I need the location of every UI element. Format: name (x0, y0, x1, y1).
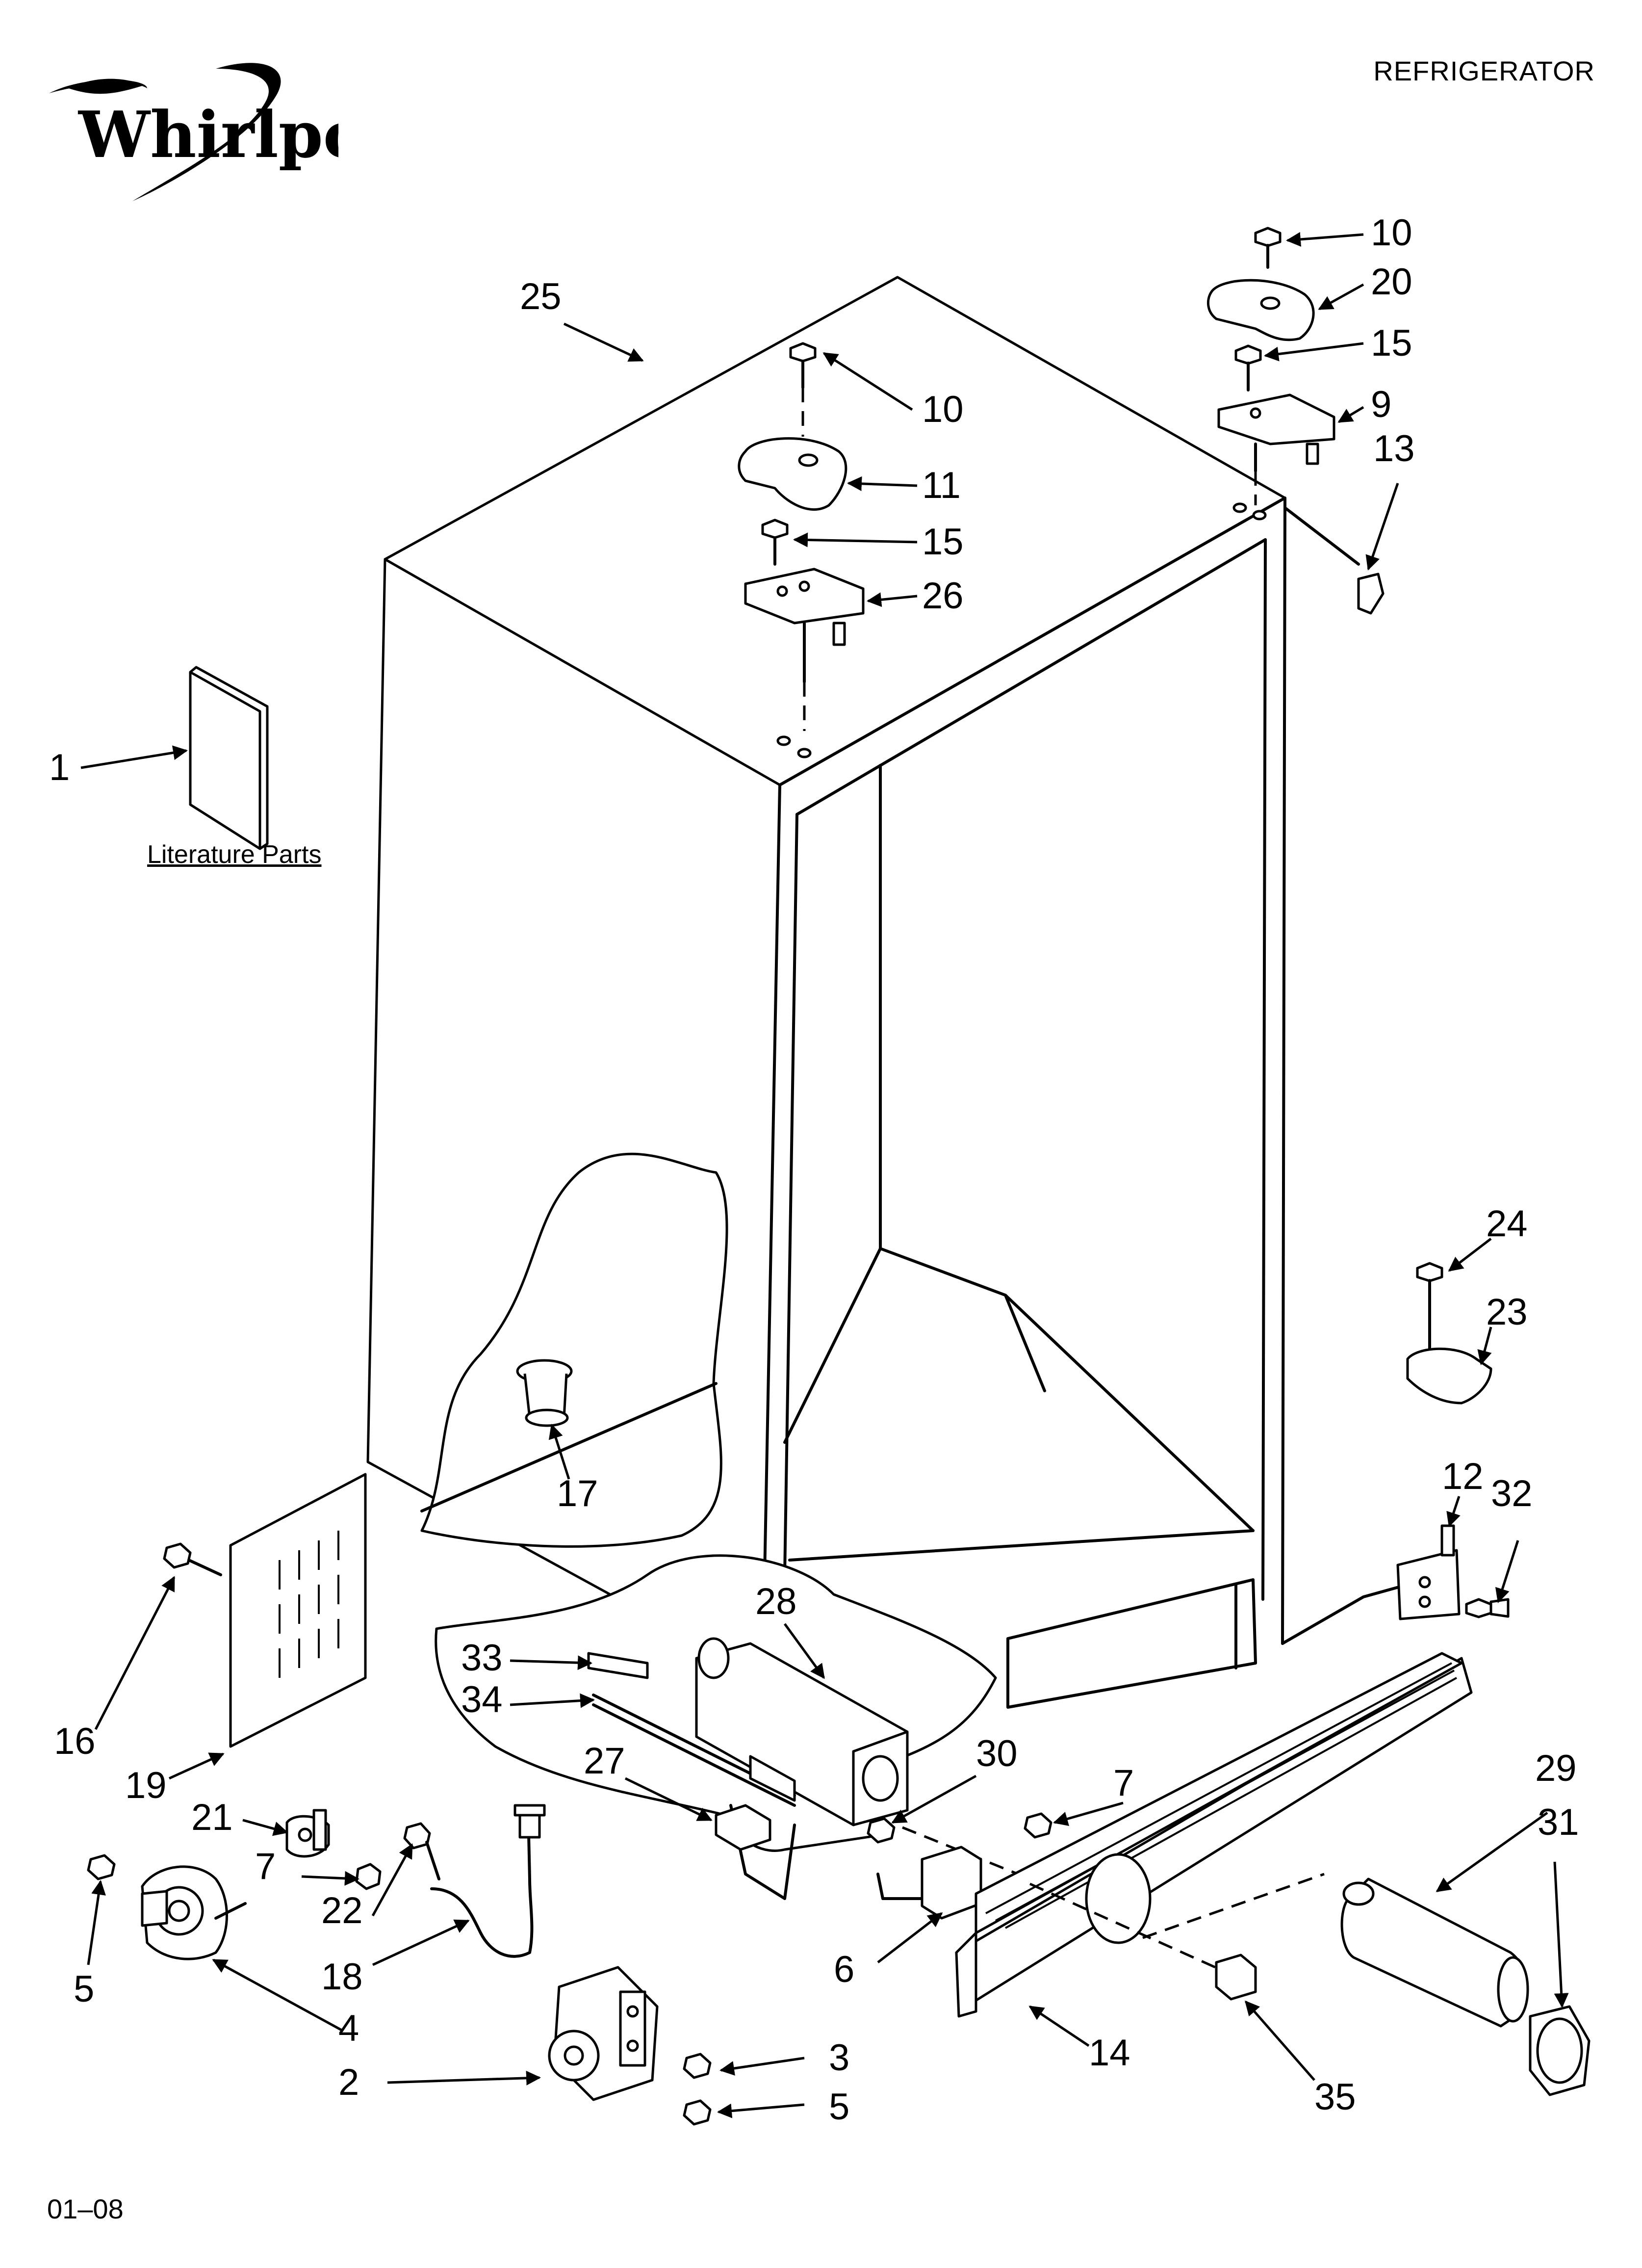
callout-c19: 19 (125, 1765, 167, 1806)
literature-book (189, 666, 269, 850)
callout-c18: 18 (321, 1956, 363, 1998)
callout-c17: 17 (557, 1473, 598, 1514)
callout-c4: 4 (338, 2007, 359, 2049)
callout-c5b: 5 (829, 2086, 849, 2128)
front-roller-assembly (548, 1966, 712, 2126)
callout-c20: 20 (1371, 261, 1412, 303)
callout-c28: 28 (755, 1581, 797, 1622)
callout-c22: 22 (321, 1890, 363, 1931)
callout-c3: 3 (829, 2037, 849, 2079)
callout-c15a: 15 (922, 521, 964, 563)
document-code: 01–08 (47, 2193, 124, 2224)
callout-c25: 25 (520, 276, 562, 317)
callout-c16: 16 (54, 1721, 96, 1762)
callout-c7b: 7 (255, 1846, 276, 1887)
rear-roller-assembly (87, 1854, 247, 1960)
cutaway-left (420, 1152, 728, 1548)
callout-c21: 21 (191, 1797, 233, 1838)
parts-6-7 (921, 1812, 1052, 1920)
parts-22-18 (403, 1804, 546, 1958)
callout-c32: 32 (1491, 1473, 1533, 1514)
callout-c29: 29 (1535, 1747, 1577, 1789)
part-35-bypass (1029, 1882, 1257, 2001)
parts-23-24 (1406, 1262, 1492, 1405)
callout-c13: 13 (1373, 428, 1415, 469)
callout-c31: 31 (1538, 1801, 1579, 1843)
callout-c33: 33 (461, 1637, 503, 1679)
callout-c34: 34 (461, 1679, 503, 1721)
callout-c9: 9 (1371, 384, 1391, 425)
callout-c7a: 7 (1113, 1762, 1134, 1804)
callout-c1: 1 (49, 747, 70, 788)
callout-c10a: 10 (922, 389, 964, 430)
callout-c15b: 15 (1371, 322, 1412, 364)
callout-c11: 11 (922, 465, 961, 506)
right-hinge-assembly (1206, 227, 1385, 615)
callout-c14: 14 (1089, 2032, 1130, 2074)
svg-text:Whirlpool: Whirlpool (77, 97, 338, 172)
callout-c23: 23 (1486, 1291, 1528, 1333)
rear-access-cover (163, 1473, 367, 1748)
callout-c24: 24 (1486, 1203, 1528, 1245)
parts-12-32 (1396, 1524, 1510, 1620)
base-grille (955, 1652, 1473, 2018)
leader-arrows (80, 232, 1569, 2118)
callout-c2: 2 (338, 2061, 359, 2103)
literature-parts-label: Literature Parts (147, 840, 322, 869)
callout-c12: 12 (1442, 1456, 1484, 1497)
callout-c30: 30 (976, 1733, 1018, 1774)
water-filter (1142, 1873, 1591, 2096)
callout-c35: 35 (1314, 2076, 1356, 2118)
page-title: REFRIGERATOR (1373, 55, 1595, 86)
callout-c27: 27 (584, 1740, 625, 1782)
part-17-grommet (516, 1359, 573, 1427)
callout-c6: 6 (834, 1949, 854, 1990)
callout-c10b: 10 (1371, 212, 1412, 254)
callout-c5a: 5 (74, 1968, 94, 2010)
left-hinge-assembly (738, 342, 865, 731)
filter-housing-assembly (587, 1637, 1055, 1890)
whirlpool-logo: Whirlpool (49, 63, 338, 202)
callout-c26: 26 (922, 575, 964, 617)
